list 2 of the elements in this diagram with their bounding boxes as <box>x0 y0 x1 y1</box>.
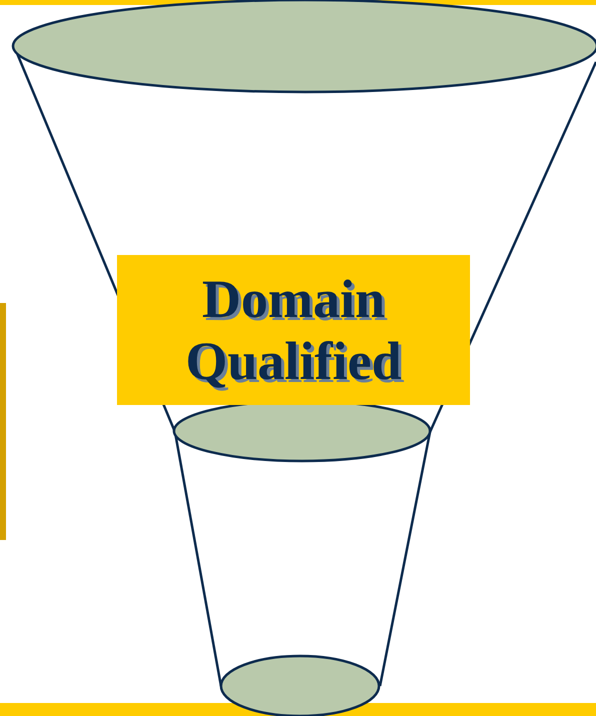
title-banner <box>117 255 470 405</box>
banner-text: Domain Qualified <box>184 268 403 392</box>
